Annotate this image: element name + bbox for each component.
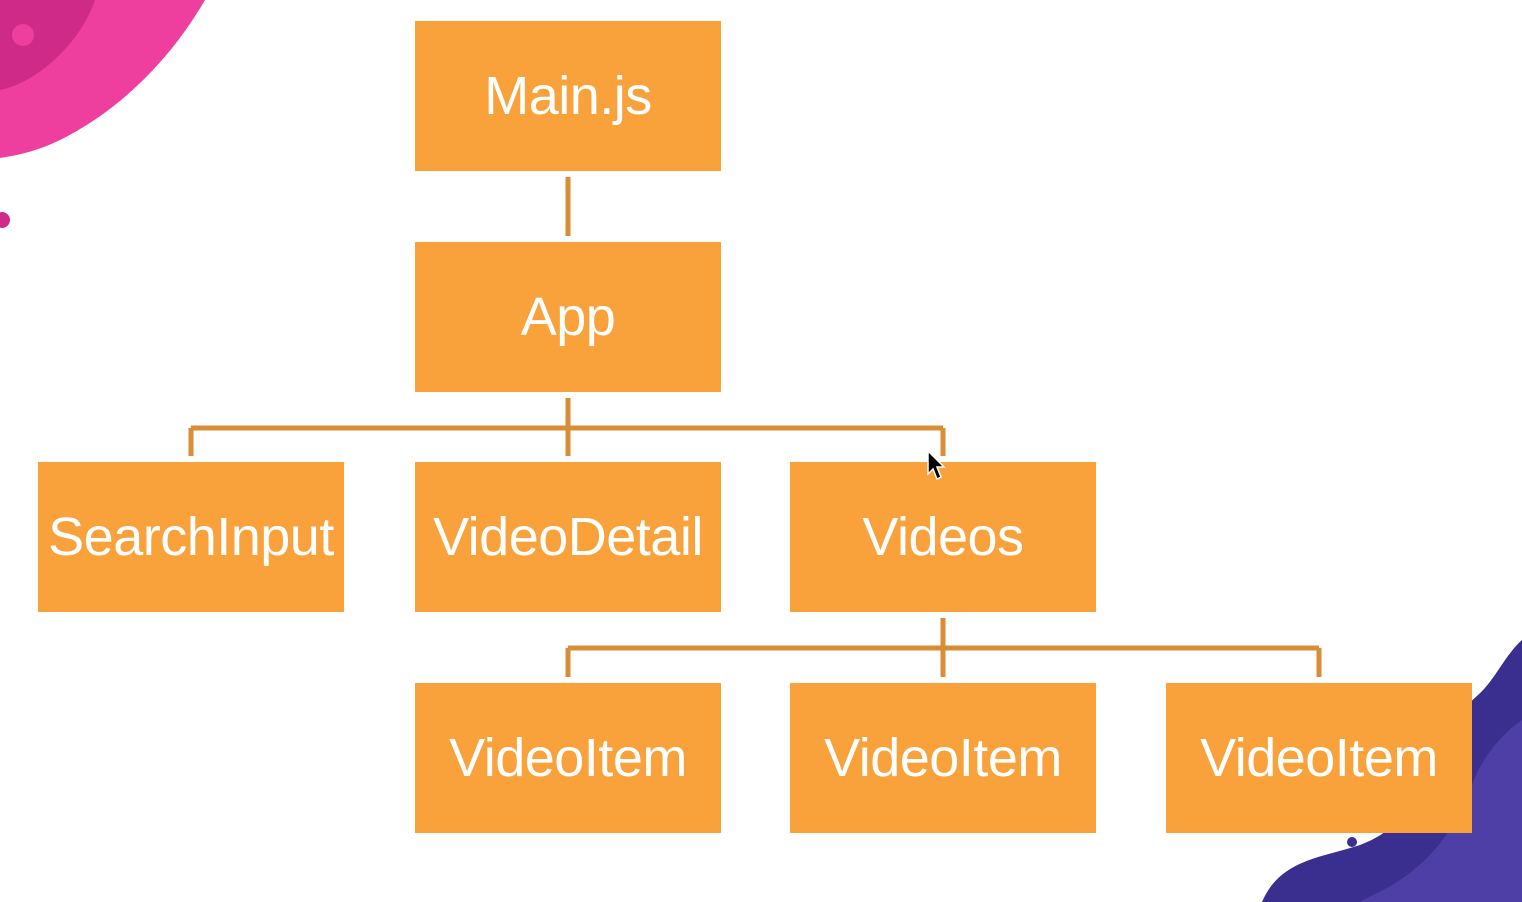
node-videos: Videos — [790, 462, 1096, 612]
node-app: App — [415, 242, 721, 392]
node-video-item-1: VideoItem — [415, 683, 721, 833]
left-edge-dot — [0, 212, 10, 228]
node-video-item-3: VideoItem — [1166, 683, 1472, 833]
top-left-magenta-blob — [0, 0, 95, 90]
node-main-js: Main.js — [415, 21, 721, 171]
bottom-right-dot — [1347, 837, 1357, 847]
node-video-detail: VideoDetail — [415, 462, 721, 612]
bottom-right-navy-highlight — [1360, 720, 1522, 902]
node-video-item-2: VideoItem — [790, 683, 1096, 833]
node-search-input: SearchInput — [38, 462, 344, 612]
connector-lines — [188, 177, 1322, 677]
arrow-cursor-icon — [927, 450, 946, 481]
top-left-dot-large — [12, 24, 34, 46]
